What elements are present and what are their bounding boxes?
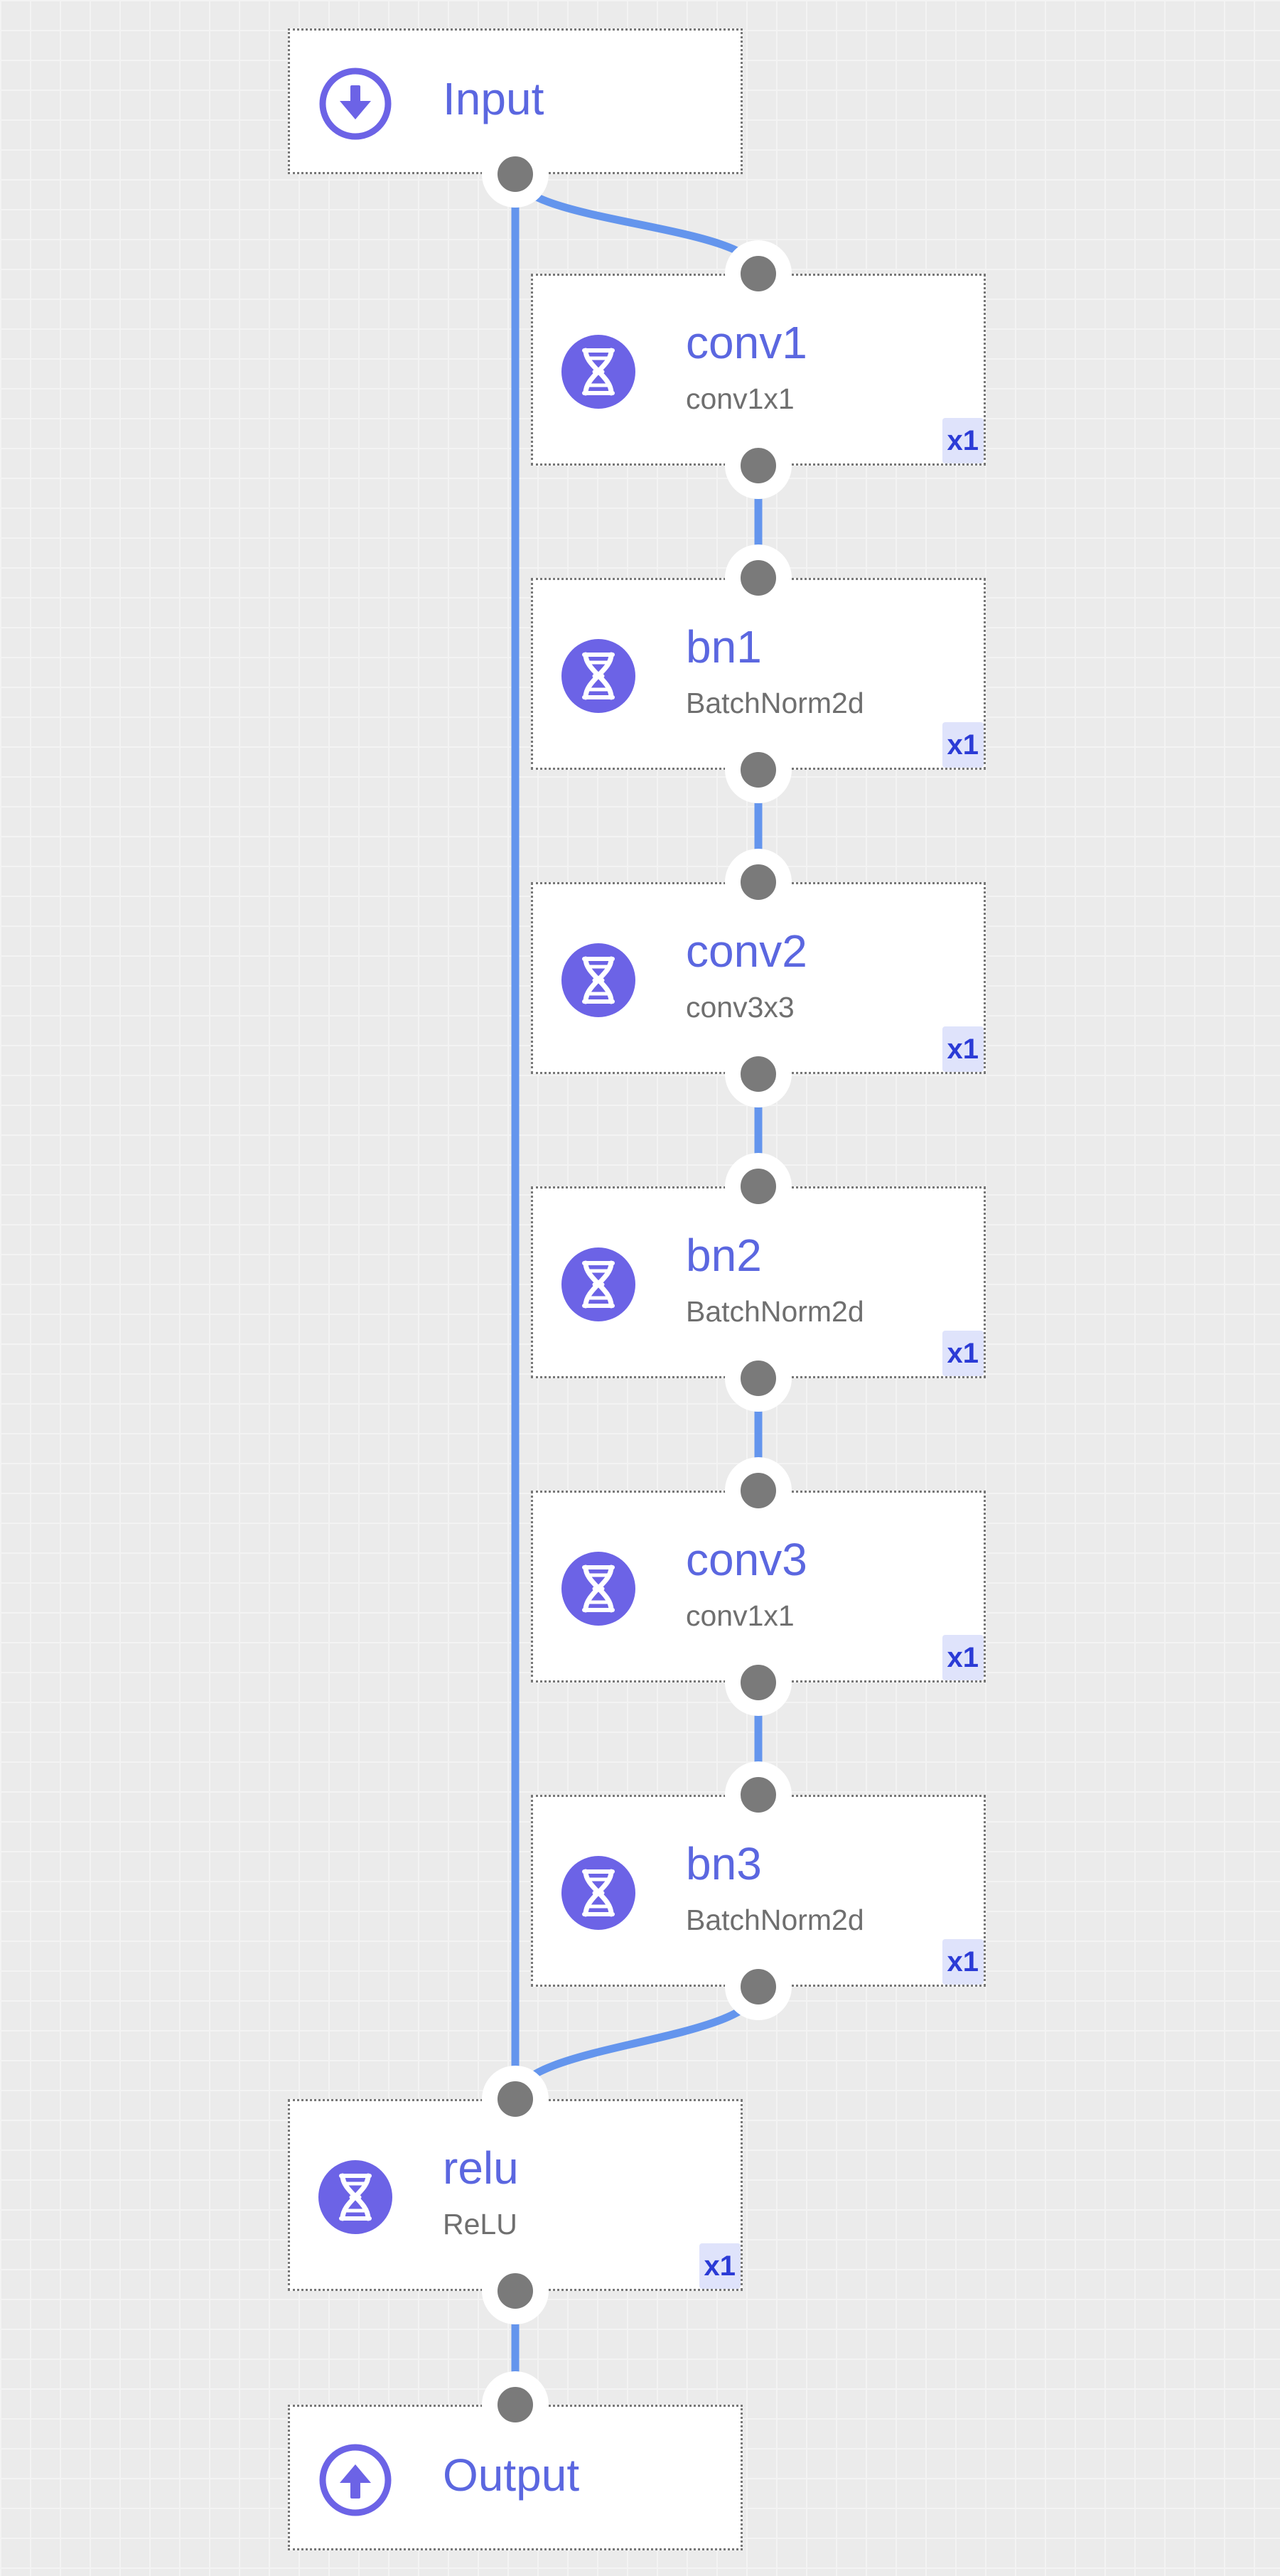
node-title: conv3 [686, 1534, 807, 1585]
input-port-bn2[interactable] [725, 1153, 792, 1220]
output-port-bn1[interactable] [725, 736, 792, 803]
node-type-label: BatchNorm2d [686, 1904, 864, 1936]
dna-icon [561, 943, 635, 1017]
repeat-count-badge: x1 [942, 1939, 984, 1985]
edge-bn3-to-relu [511, 1982, 763, 2103]
input-port-conv3[interactable] [725, 1457, 792, 1524]
input-port-conv2[interactable] [725, 849, 792, 916]
repeat-count-badge: x1 [942, 1331, 984, 1376]
input-port-output[interactable] [482, 2371, 549, 2438]
input-port-bn3[interactable] [725, 1761, 792, 1828]
output-port-bn2[interactable] [725, 1345, 792, 1412]
output-port-conv2[interactable] [725, 1041, 792, 1107]
node-title: conv1 [686, 317, 807, 368]
output-port-relu[interactable] [482, 2258, 549, 2324]
arrow-down-circle-icon [318, 67, 392, 141]
input-port-bn1[interactable] [725, 544, 792, 611]
repeat-count-badge: x1 [942, 1026, 984, 1072]
node-title: relu [443, 2142, 519, 2194]
output-port-input[interactable] [482, 141, 549, 208]
node-type-label: conv1x1 [686, 1599, 795, 1632]
node-title: Input [443, 73, 544, 124]
output-port-bn3[interactable] [725, 1953, 792, 2020]
dna-icon [561, 639, 635, 713]
dna-icon [318, 2160, 392, 2234]
dna-icon [561, 1247, 635, 1321]
node-title: conv2 [686, 925, 807, 977]
dna-icon [561, 1552, 635, 1626]
repeat-count-badge: x1 [942, 722, 984, 768]
node-input[interactable]: Input [288, 28, 743, 174]
repeat-count-badge: x1 [942, 1635, 984, 1680]
node-title: Output [443, 2449, 580, 2501]
output-port-conv1[interactable] [725, 432, 792, 499]
node-type-label: BatchNorm2d [686, 1295, 864, 1328]
node-type-label: BatchNorm2d [686, 687, 864, 719]
input-port-conv1[interactable] [725, 240, 792, 307]
node-title: bn1 [686, 621, 762, 672]
node-type-label: conv1x1 [686, 382, 795, 415]
repeat-count-badge: x1 [699, 2243, 741, 2289]
node-type-label: conv3x3 [686, 991, 795, 1024]
node-title: bn2 [686, 1230, 762, 1281]
dna-icon [561, 335, 635, 409]
arrow-up-circle-icon [318, 2443, 392, 2517]
input-port-relu[interactable] [482, 2066, 549, 2132]
repeat-count-badge: x1 [942, 418, 984, 463]
dna-icon [561, 1856, 635, 1930]
output-port-conv3[interactable] [725, 1649, 792, 1716]
node-type-label: ReLU [443, 2208, 517, 2240]
edge-input-to-conv1 [511, 170, 763, 278]
node-title: bn3 [686, 1838, 762, 1889]
